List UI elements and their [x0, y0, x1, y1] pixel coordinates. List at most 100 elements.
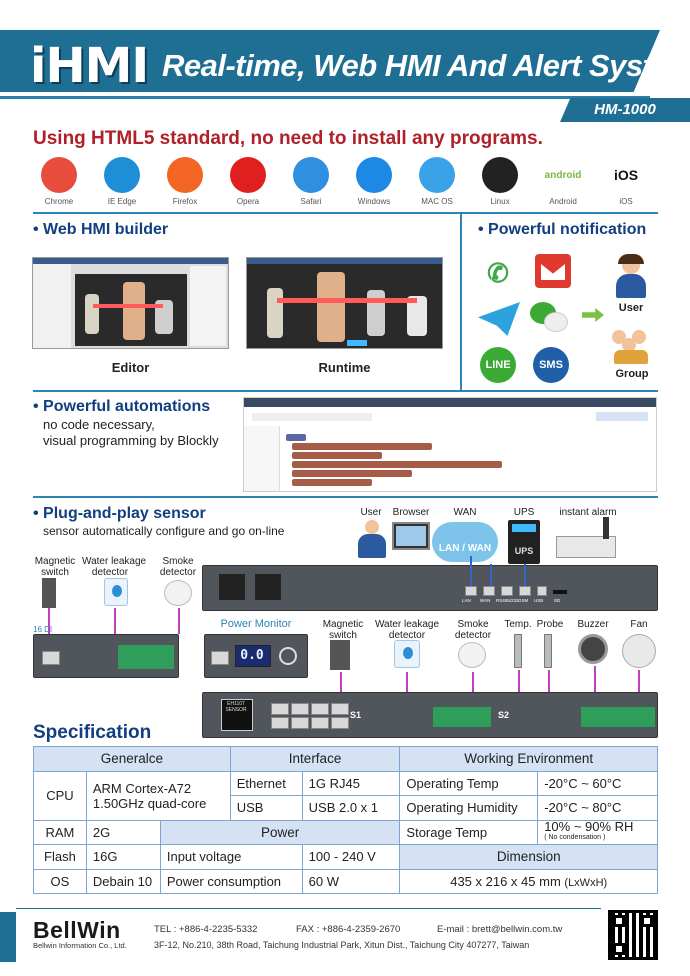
- sensor-title: • Plug-and-play sensor: [33, 505, 206, 522]
- mid-smoke-icon: [458, 642, 486, 668]
- arrow-right-icon: [582, 308, 604, 322]
- op-temp-value: -20°C ~ 60°C: [537, 770, 658, 796]
- spec-header-dimension: Dimension: [399, 844, 658, 870]
- temp-probe-icon: [514, 634, 522, 668]
- browser-label: Browser: [392, 507, 430, 518]
- divider-sensor: [33, 496, 658, 498]
- network-line-2: [490, 564, 492, 586]
- port-label: USB: [534, 598, 544, 603]
- probe-label: Probe: [536, 619, 564, 630]
- network-line-3: [524, 564, 526, 586]
- mail-icon: [535, 254, 571, 288]
- buzzer-label: Buzzer: [577, 619, 609, 630]
- port-label: RS485/232: [496, 598, 519, 603]
- user-label: User: [618, 302, 644, 314]
- power-consumption-value: 60 W: [301, 868, 401, 894]
- left-smoke-label: Smoke detector: [159, 556, 197, 578]
- divider-top: [33, 212, 658, 214]
- spec-header-env: Working Environment: [399, 746, 658, 772]
- header-stripe: [0, 96, 650, 99]
- spec-header-interface: Interface: [229, 746, 401, 772]
- model-tag: HM-1000: [560, 98, 690, 122]
- group-avatar-icon: [612, 322, 652, 366]
- platform-safari: Safari: [280, 157, 342, 206]
- op-hum-value: -20°C ~ 80°C: [537, 795, 658, 821]
- left-water-label: Water leakage detector: [82, 556, 147, 578]
- user-avatar-icon: [614, 254, 648, 300]
- qr-code: [608, 910, 658, 960]
- runtime-screenshot: [246, 257, 443, 349]
- wire-1: [48, 608, 50, 634]
- ups-device-icon: UPS: [508, 520, 540, 564]
- automation-title: • Powerful automations: [33, 398, 211, 415]
- flash-label: Flash: [33, 844, 87, 870]
- platform-label: Safari: [300, 197, 322, 206]
- automation-sub1: no code necessary,: [43, 417, 155, 432]
- ups-box-text: UPS: [514, 546, 534, 556]
- left-magnetic-label: Magnetic switch: [34, 556, 76, 578]
- dimension-cell: 435 x 216 x 45 mm (LxWxH): [399, 868, 658, 894]
- wire-4: [340, 672, 342, 694]
- ethernet-value: 1G RJ45: [301, 770, 401, 796]
- cpu-label: CPU: [33, 770, 87, 821]
- op-hum-label: Operating Humidity: [399, 795, 539, 821]
- input-voltage-label: Input voltage: [159, 844, 303, 870]
- platform-label: Linux: [490, 197, 510, 206]
- platform-label: Opera: [236, 197, 260, 206]
- email-link[interactable]: E-mail : brett@bellwin.com.tw: [437, 924, 563, 935]
- apple-icon: iOS: [613, 167, 639, 183]
- macos-icon: [419, 157, 455, 193]
- automation-sub2: visual programming by Blockly: [43, 433, 219, 448]
- net-user-label: User: [360, 507, 382, 518]
- spec-title: Specification: [33, 722, 152, 743]
- windows-icon: [356, 157, 392, 193]
- port-label: GSM: [518, 598, 529, 603]
- ram-value: 2G: [85, 819, 161, 845]
- web-hmi-title: • Web HMI builder: [33, 221, 169, 238]
- telegram-icon: [478, 302, 520, 336]
- cloud-icon: [432, 522, 498, 562]
- os-value: Debain 10: [85, 868, 161, 894]
- lan-wan-label: LAN / WAN: [438, 543, 492, 554]
- platform-macos: MAC OS: [406, 157, 468, 206]
- linux-icon: [482, 157, 518, 193]
- divider-vertical: [460, 214, 462, 390]
- line-icon: LINE: [480, 347, 516, 383]
- platform-label: Chrome: [44, 197, 74, 206]
- platform-firefox: Firefox: [154, 157, 216, 206]
- divider-mid: [33, 390, 658, 392]
- platform-label: MAC OS: [421, 197, 453, 206]
- s1-label: S1: [350, 710, 362, 720]
- headline: Real-time, Web HMI And Alert System.: [162, 48, 690, 83]
- storage-value: 10% ~ 90% RH: [544, 819, 634, 835]
- footer-bar: [0, 912, 16, 962]
- fan-icon: [622, 634, 656, 668]
- spec-header-power: Power: [159, 819, 401, 845]
- spec-header-row: Generalce Interface Working Environment: [33, 746, 658, 772]
- instant-alarm-label: instant alarm: [559, 507, 617, 518]
- edge-icon: [104, 157, 140, 193]
- platform-label: IE Edge: [107, 197, 137, 206]
- editor-screenshot: [32, 257, 229, 349]
- spec-row-flash: Flash 16G Input voltage 100 - 240 V Dime…: [33, 844, 658, 870]
- power-monitor-display: 0.0: [240, 648, 264, 663]
- s2-label: S2: [498, 710, 510, 720]
- mid-magnetic-label: Magnetic switch: [322, 619, 364, 641]
- platform-chrome: Chrome: [28, 157, 90, 206]
- platform-label: Android: [549, 197, 577, 206]
- group-label: Group: [615, 368, 649, 380]
- brand-sub: Bellwin Information Co., Ltd.: [33, 941, 127, 950]
- wechat-icon: [530, 302, 570, 334]
- runtime-caption: Runtime: [318, 360, 371, 375]
- os-label: OS: [33, 868, 87, 894]
- mid-smoke-label: Smoke detector: [454, 619, 492, 641]
- spec-header-general: Generalce: [33, 746, 231, 772]
- sms-icon: SMS: [533, 347, 569, 383]
- usb-label: USB: [229, 795, 303, 821]
- net-user-icon: [358, 520, 386, 558]
- network-line-1: [470, 556, 472, 586]
- wire-5: [406, 672, 408, 694]
